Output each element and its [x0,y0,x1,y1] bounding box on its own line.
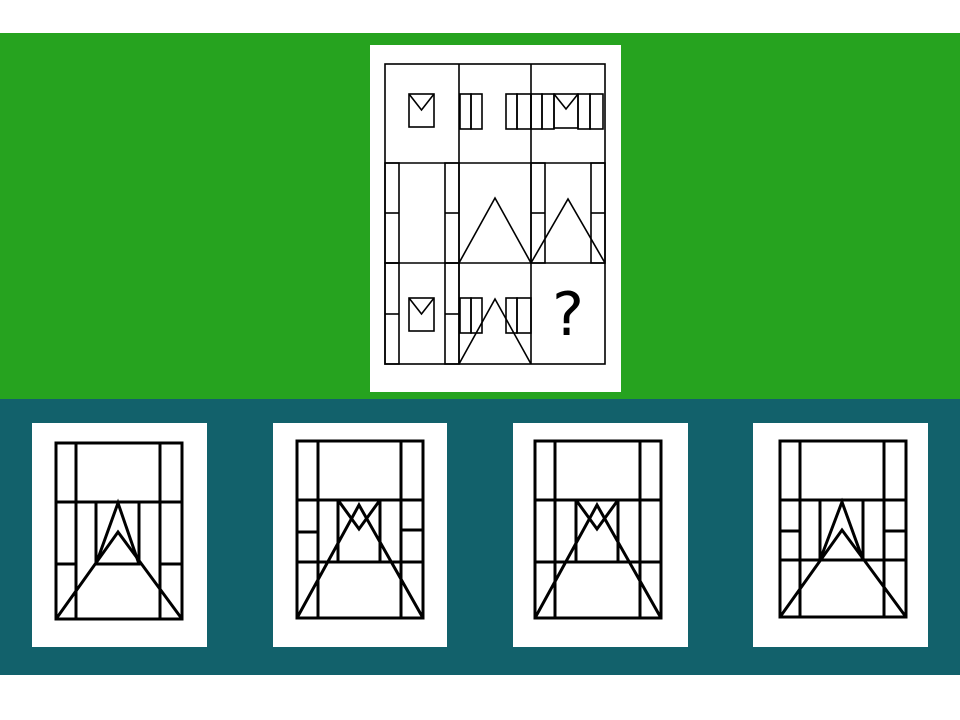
answer-option-3[interactable] [513,423,688,647]
cell-3-1 [384,262,460,365]
cell-3-2 [458,297,532,365]
cell-2-3 [530,162,606,264]
answer-option-1[interactable] [32,423,207,647]
option-1-figure [54,441,184,621]
puzzle-matrix-card [370,45,621,392]
answer-option-4[interactable] [753,423,928,647]
cell-1-2 [459,93,532,130]
option-3-figure [533,439,663,620]
cell-1-1 [408,93,435,128]
cell-2-1 [384,162,460,264]
cell-2-2 [458,196,532,264]
puzzle-matrix-grid [384,63,606,365]
missing-cell-question-mark: ? [552,279,584,350]
cell-1-3 [530,93,604,130]
option-2-figure [295,439,425,620]
answer-option-2[interactable] [273,423,447,647]
option-4-figure [778,439,908,619]
